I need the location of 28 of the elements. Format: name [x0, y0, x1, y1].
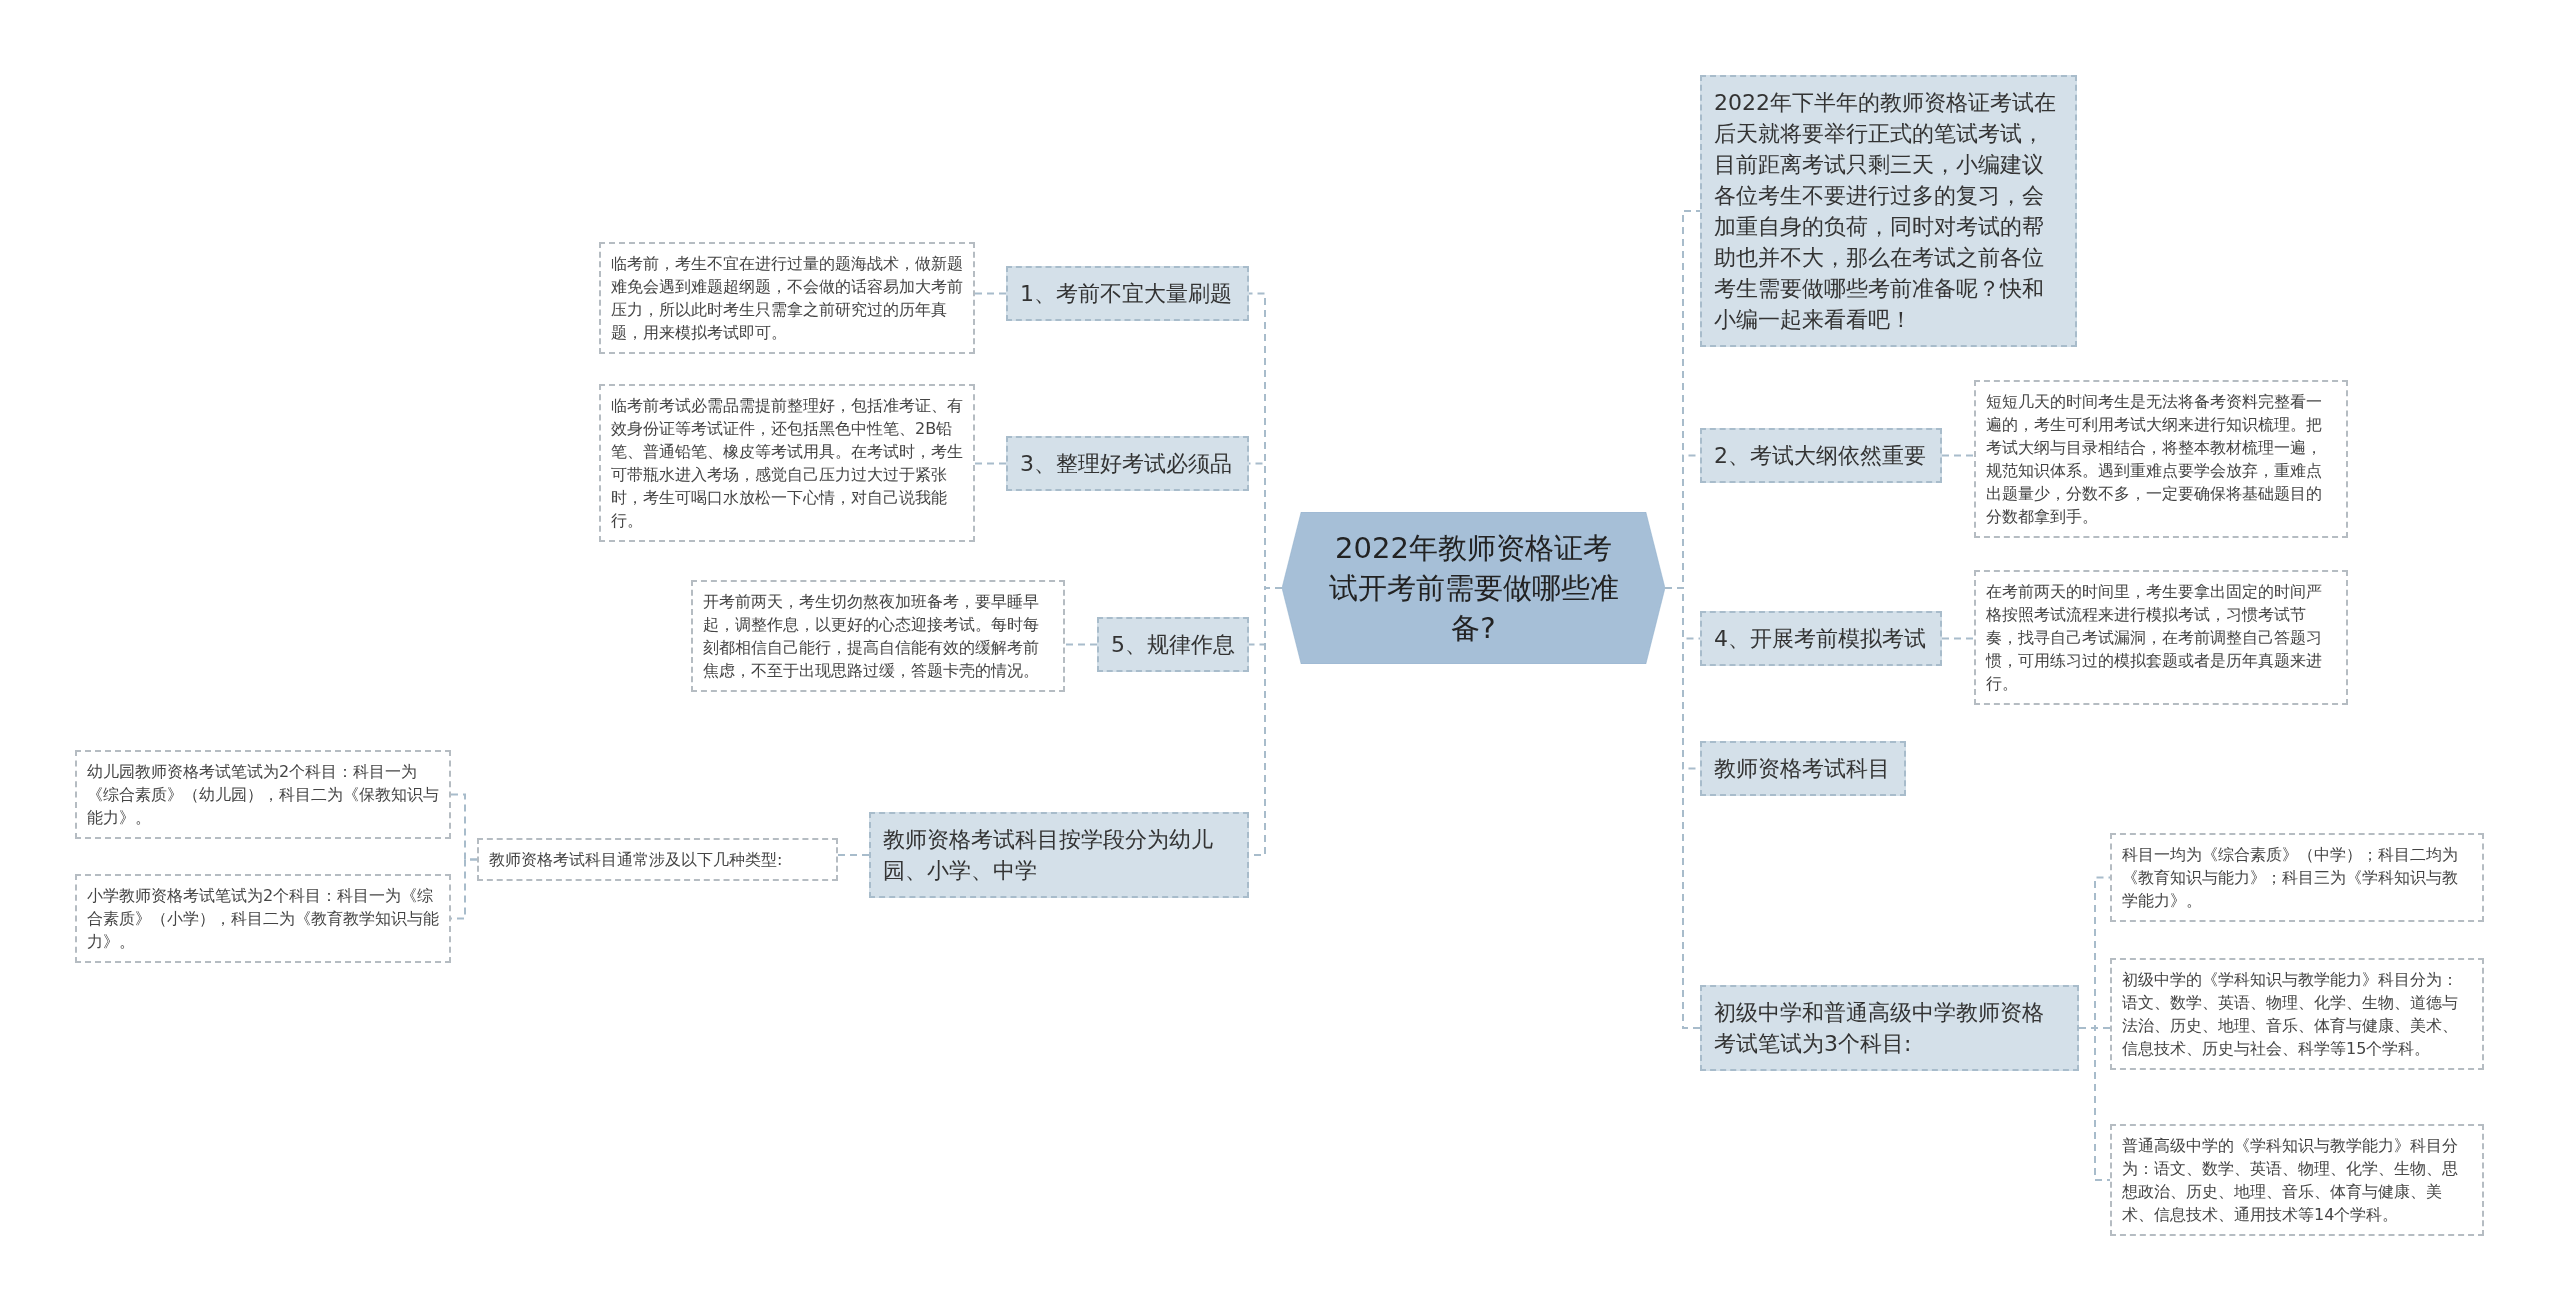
connector-line	[1941, 637, 1975, 640]
title-hexagon: 2022年教师资格证考试开考前需要做哪些准备?	[1282, 512, 1665, 664]
intro-box: 2022年下半年的教师资格证考试在后天就将要举行正式的笔试考试，目前距离考试只剩三天，小编建议各位考生不要进行过多的复习，会加重自身的负荷，同时对考试的帮助也并不大，那么在考试之前各位考生需要做哪些考前准备呢？快和小编一起来看看吧！	[1700, 75, 2077, 347]
note-box: 开考前两天，考生切勿熬夜加班备考，要早睡早起，调整作息，以更好的心态迎接考试。每时每刻都相信自己能行，提高自信能有效的缓解考前焦虑，不至于出现思路过缓，答题卡壳的情况。	[691, 580, 1065, 692]
topic-box: 3、整理好考试必须品	[1006, 436, 1249, 491]
connector-line	[974, 292, 1007, 295]
topic-box: 初级中学和普通高级中学教师资格考试笔试为3个科目:	[1700, 985, 2079, 1071]
note-box: 在考前两天的时间里，考生要拿出固定的时间严格按照考试流程来进行模拟考试，习惯考试节奏，找寻自己考试漏洞，在考前调整自己答题习惯，可用练习过的模拟套题或者是历年真题来进行。	[1974, 570, 2348, 705]
note-box: 教师资格考试科目通常涉及以下几种类型:	[477, 838, 838, 881]
connector-line	[2078, 1027, 2111, 1181]
note-box: 临考前，考生不宜在进行过量的题海战术，做新题难免会遇到难题超纲题，不会做的话容易加大考前压力，所以此时考生只需拿之前研究过的历年真题，用来模拟考试即可。	[599, 242, 975, 354]
connector-line	[1941, 454, 1975, 457]
note-box: 科目一均为《综合素质》（中学）；科目二均为《教育知识与能力》；科目三为《学科知识与教学能力》。	[2110, 833, 2484, 922]
note-box: 短短几天的时间考生是无法将备考资料完整看一遍的，考生可利用考试大纲来进行知识梳理。把考试大纲与目录相结合，将整本教材梳理一遍，规范知识体系。遇到重难点要学会放弃，重难点出题量少，分数不多，一定要确保将基础题目的分数都拿到手。	[1974, 380, 2348, 538]
topic-box: 教师资格考试科目	[1700, 741, 1906, 796]
note-box: 临考前考试必需品需提前整理好，包括准考证、有效身份证等考试证件，还包括黑色中性笔、2B铅笔、普通铅笔、橡皮等考试用具。在考试时，考生可带瓶水进入考场，感觉自己压力过大过于紧张时，考生可喝口水放松一下心情，对自己说我能行。	[599, 384, 975, 542]
topic-box: 1、考前不宜大量刷题	[1006, 266, 1249, 321]
connector-line	[837, 854, 870, 856]
connector-line	[974, 462, 1007, 465]
connector-line	[1064, 643, 1098, 646]
note-box: 初级中学的《学科知识与教学能力》科目分为：语文、数学、英语、物理、化学、生物、道德与法治、历史、地理、音乐、体育与健康、美术、信息技术、历史与社会、科学等15个学科。	[2110, 958, 2484, 1070]
topic-box: 2、考试大纲依然重要	[1700, 428, 1942, 483]
topic-box: 5、规律作息	[1097, 617, 1249, 672]
note-box: 幼儿园教师资格考试笔试为2个科目：科目一为《综合素质》（幼儿园），科目二为《保教知识与能力》。	[75, 750, 451, 839]
topic-box: 4、开展考前模拟考试	[1700, 611, 1942, 666]
note-box: 小学教师资格考试笔试为2个科目：科目一为《综合素质》（小学），科目二为《教育教学知识与能力》。	[75, 874, 451, 963]
topic-box: 教师资格考试科目按学段分为幼儿园、小学、中学	[869, 812, 1249, 898]
note-box: 普通高级中学的《学科知识与教学能力》科目分为：语文、数学、英语、物理、化学、生物、思想政治、历史、地理、音乐、体育与健康、美术、信息技术、通用技术等14个学科。	[2110, 1124, 2484, 1236]
